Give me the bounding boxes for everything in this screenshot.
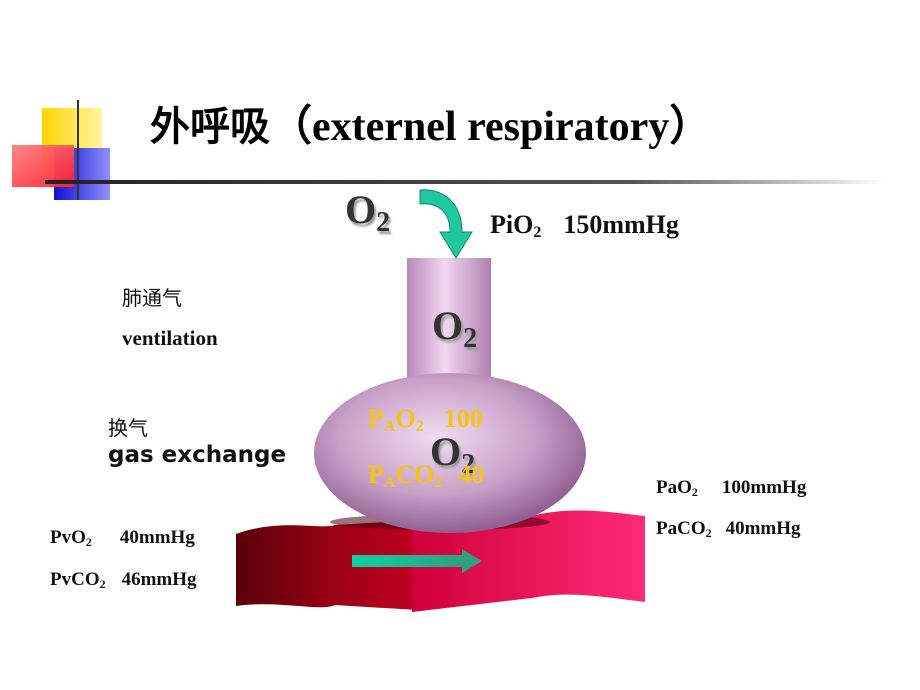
- blood-flow-arrow-shaft: [352, 555, 464, 567]
- arterial-blood-vessel: [412, 510, 645, 612]
- exchange-label-cn: 换气: [108, 416, 148, 440]
- title-chinese: 外呼吸: [150, 104, 270, 150]
- ventilation-label-en: ventilation: [122, 326, 218, 350]
- o2-airway-label: O2: [432, 303, 478, 354]
- title-english: （externel respiratory）: [270, 104, 712, 150]
- alveolus-bulb: [314, 373, 586, 533]
- ventilation-label-cn: 肺通气: [122, 286, 182, 310]
- blood-flow-arrow-head: [462, 549, 482, 573]
- title-rule: [45, 180, 885, 184]
- exchange-label-en: gas exchange: [108, 442, 287, 468]
- o2-alveolus-label: O2: [430, 429, 476, 480]
- slide-title: 外呼吸（externel respiratory）: [150, 92, 711, 153]
- o2-inspired-label: O2: [345, 187, 391, 238]
- inhale-arrow-icon: [419, 189, 473, 259]
- venous-blood-vessel: [236, 520, 418, 610]
